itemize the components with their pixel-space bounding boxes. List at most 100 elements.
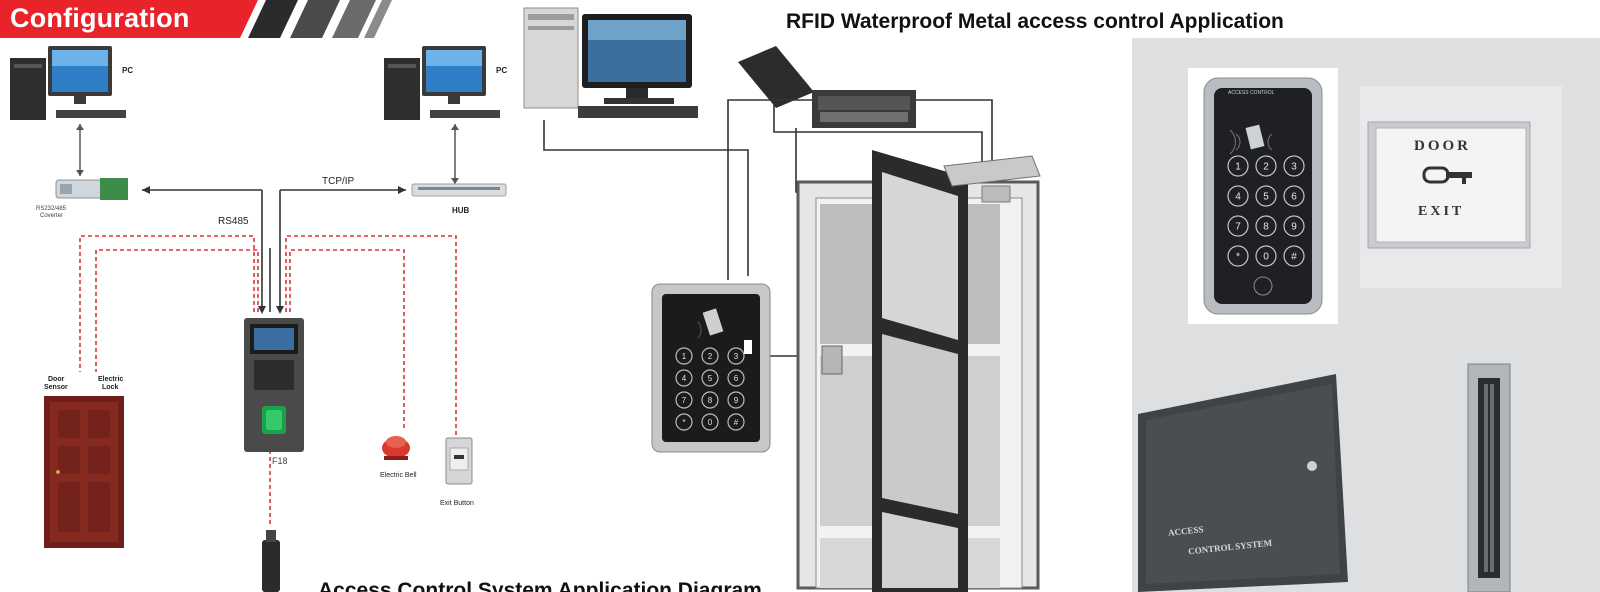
product-maglock-photo [1467, 363, 1511, 592]
exit-button-label: Exit Button [440, 500, 474, 507]
door-bracket-icon [821, 345, 843, 375]
electric-bell-icon [382, 436, 410, 460]
door-sensor-label-1: Door [48, 376, 65, 383]
keypad-key-label: 8 [708, 396, 713, 405]
reader-keypad-icon: 1 2 3 4 5 6 7 8 9 * 0 # [651, 283, 771, 453]
keypad-key-label: 7 [682, 396, 687, 405]
keypad-key-label: 4 [1235, 192, 1241, 203]
keypad-key [727, 347, 745, 365]
converter-label-1: RS232/485 [36, 206, 67, 212]
configuration-diagram [0, 0, 507, 592]
keypad-key [675, 391, 693, 409]
f18-device-icon [244, 318, 304, 452]
keypad-key-label: * [682, 418, 685, 427]
electric-lock-label-1: Electric [98, 376, 124, 383]
exit-button-small-icon [445, 437, 473, 485]
converter-icon [55, 178, 128, 200]
keypad-key [1255, 185, 1277, 207]
banner-stripe-2 [290, 0, 340, 38]
product-keypad-photo: 1 2 3 4 5 6 7 8 9 * 0 # [1188, 68, 1338, 324]
keypad-key [727, 391, 745, 409]
keypad-key [1283, 215, 1305, 237]
configuration-panel: Configuration PC PC RS232/485 Coverter H… [0, 0, 513, 592]
keypad-key [727, 413, 745, 431]
keypad-key [1227, 215, 1249, 237]
rs485-label: RS485 [218, 216, 249, 227]
keypad-key-label: 2 [708, 352, 713, 361]
keypad-key [701, 391, 719, 409]
keypad-key [1227, 245, 1249, 267]
keypad-key [1283, 155, 1305, 177]
open-door-leaf-icon [872, 150, 968, 592]
keypad-key-label: 4 [682, 374, 687, 383]
keypad-key [727, 369, 745, 387]
electric-lock-label-2: Lock [102, 384, 119, 391]
pc-left-icon [10, 46, 126, 120]
keypad-key-label: 2 [1263, 162, 1269, 173]
banner-stripe-3 [332, 0, 376, 38]
device-model-label: F18 [272, 456, 288, 466]
keypad-key-label: 0 [708, 418, 713, 427]
door-icon [44, 396, 124, 548]
pc-right-label: PC [496, 66, 508, 75]
banner-red-shape [0, 0, 258, 38]
application-diagram: 1 2 3 4 5 6 7 8 9 * 0 # [523, 7, 1041, 592]
keypad-key-label: 3 [1291, 162, 1297, 173]
products-photo: 1 2 3 4 5 6 7 8 9 * 0 # [1138, 68, 1562, 592]
product-control-box-photo [1138, 374, 1348, 592]
pc-left-label: PC [122, 66, 134, 75]
tcpip-label: TCP/IP [322, 176, 355, 187]
converter-label-2: Coverter [40, 213, 64, 219]
keypad-key-label: 1 [682, 352, 687, 361]
keypad-key-label: 7 [1235, 222, 1241, 233]
keypad-key [1283, 245, 1305, 267]
keypad-key [701, 369, 719, 387]
pc-right-icon [384, 46, 500, 120]
banner-stripe-4 [364, 0, 392, 38]
keypad-key [1255, 245, 1277, 267]
application-title: RFID Waterproof Metal access control App… [786, 10, 1284, 33]
keypad-key [1283, 185, 1305, 207]
keypad-key-label: # [1291, 252, 1297, 263]
banner-stripe-1 [248, 0, 298, 38]
hub-label: HUB [452, 206, 470, 215]
dashed-wiring [79, 235, 457, 524]
maglock-icon [943, 155, 1041, 203]
keypad-key-label: * [1236, 252, 1240, 263]
application-pc-icon [523, 7, 698, 118]
product-exit-button-photo [1360, 86, 1562, 288]
keypad-key [1255, 215, 1277, 237]
hub-icon [411, 183, 507, 197]
keypad-key [675, 413, 693, 431]
keypad-key-label: 9 [734, 396, 739, 405]
keypad-key-label: 6 [734, 374, 739, 383]
keypad-key [675, 369, 693, 387]
bottom-reader-icon [262, 530, 280, 592]
application-caption: Access Control System Application Diagra… [318, 579, 762, 592]
electric-bell-label: Electric Bell [380, 472, 417, 479]
keypad-key-label: 1 [1235, 162, 1241, 173]
control-box-icon [738, 46, 916, 128]
keypad-key-label: 9 [1291, 222, 1297, 233]
keypad-key-label: # [734, 418, 739, 427]
keypad-key [1227, 155, 1249, 177]
keypad-key-label: 5 [1263, 192, 1269, 203]
keypad-key [701, 347, 719, 365]
application-panel: 1 2 3 4 5 6 7 8 9 * 0 # [512, 0, 1132, 592]
exit-button-text-1: DOOR [1414, 138, 1471, 154]
keypad-key [701, 413, 719, 431]
keypad-key-label: 5 [708, 374, 713, 383]
keypad-key [1255, 155, 1277, 177]
exit-button-text-2: EXIT [1418, 204, 1465, 219]
door-sensor-label-2: Sensor [44, 384, 68, 391]
keypad-key-label: 3 [734, 352, 739, 361]
keypad-key-label: 0 [1263, 252, 1269, 263]
products-panel: 1 2 3 4 5 6 7 8 9 * 0 # [1132, 38, 1600, 592]
keypad-key-label: 8 [1263, 222, 1269, 233]
banner-title: Configuration [10, 3, 190, 33]
keypad-top-text: ACCESS CONTROL [1228, 90, 1275, 96]
keypad-key [675, 347, 693, 365]
keypad-key-label: 6 [1291, 192, 1297, 203]
keypad-key [1227, 185, 1249, 207]
